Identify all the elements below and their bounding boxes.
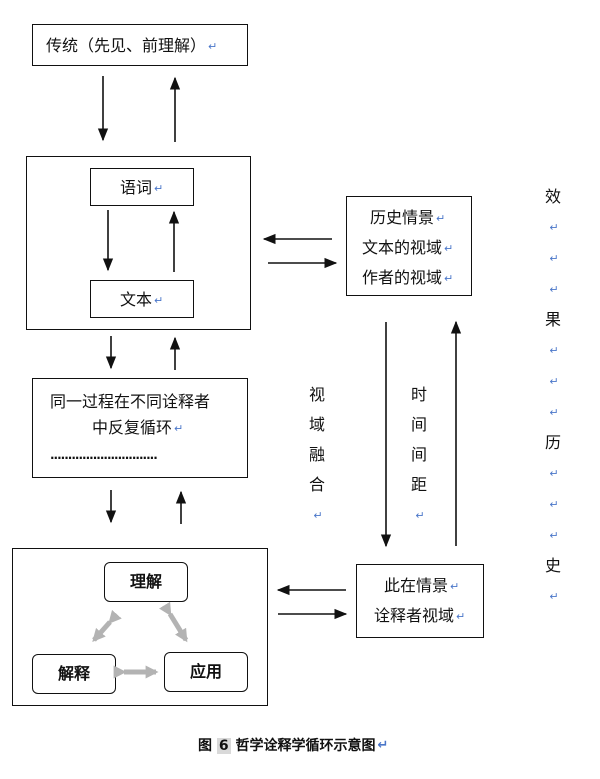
- history-box: [346, 196, 472, 296]
- word-box: [90, 168, 194, 206]
- present-box: [356, 564, 484, 638]
- word-label: 语词↵: [120, 178, 164, 197]
- process-line-1: 同一过程在不同诠释者: [50, 392, 211, 411]
- effective-history-label: 效↵ ↵ ↵ 果↵ ↵ ↵ 历↵ ↵ ↵ 史↵: [544, 187, 561, 603]
- tradition-box: [32, 24, 248, 66]
- understand-box: 理解: [104, 562, 188, 602]
- process-dots: ······························: [50, 451, 158, 465]
- tradition-label: 传统（先见、前理解）↵: [46, 36, 218, 55]
- figure-caption: 图 6 哲学诠释学循环示意图↵: [198, 738, 389, 754]
- present-line-2: 诠释者视域↵: [374, 606, 466, 625]
- process-line-2: 中反复循环↵: [92, 418, 184, 437]
- text-label: 文本↵: [120, 290, 164, 309]
- present-line-1: 此在情景↵: [384, 576, 460, 595]
- history-line-1: 历史情景↵: [370, 208, 446, 227]
- tri-arrow-understand-apply: [159, 601, 189, 643]
- history-line-3: 作者的视域↵: [362, 268, 454, 287]
- fusion-label: 视 域 融 合↵: [308, 385, 325, 522]
- history-line-2: 文本的视域↵: [362, 238, 454, 257]
- process-box: [32, 378, 248, 478]
- distance-label: 时 间 间 距↵: [410, 385, 427, 522]
- text-box: [90, 280, 194, 318]
- tri-arrow-understand-interpret: [92, 609, 122, 642]
- apply-box: 应用: [164, 652, 248, 692]
